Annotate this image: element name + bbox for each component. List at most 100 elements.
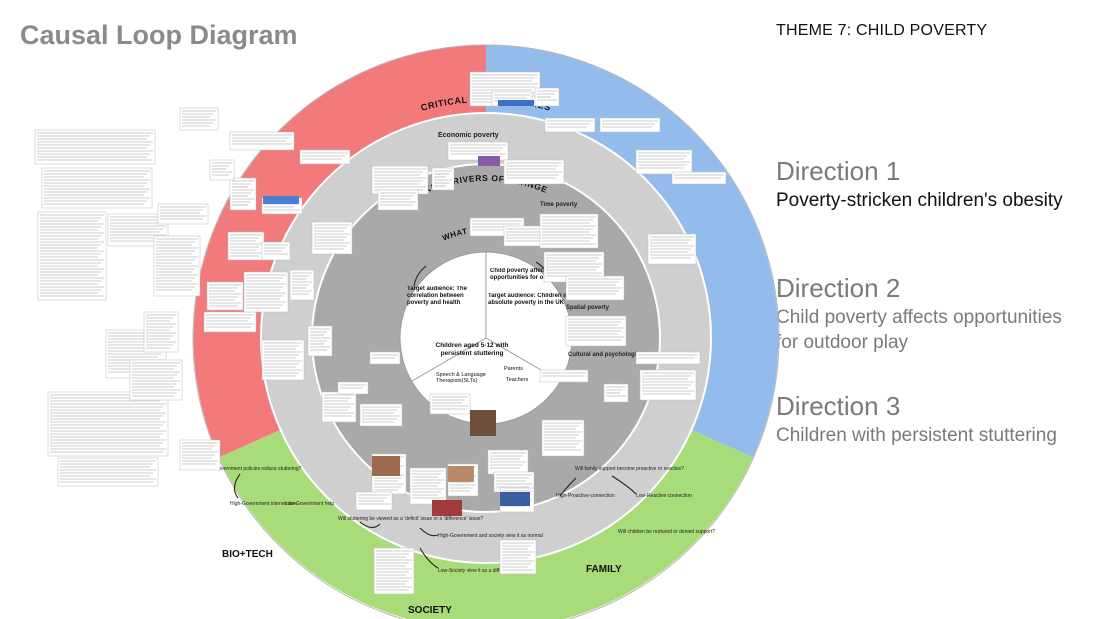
side-document-1-box <box>34 129 156 165</box>
evidence-card-27 <box>377 189 419 211</box>
center-text-stuttering: Children aged 5-12 with persistent stutt… <box>435 342 509 357</box>
evidence-card-12-box <box>299 149 351 165</box>
evidence-card-20 <box>261 339 305 381</box>
thumbnail-photo-3 <box>448 466 474 482</box>
driver-label-economic: Economic poverty <box>438 132 499 139</box>
center-text-absolute-poverty-fo: Target audience: Children in absolute po… <box>488 293 569 306</box>
note-green-8: High-Proactive-connection <box>556 493 615 499</box>
note-green-4: Will stuttering be viewed as a 'deficit'… <box>338 516 483 522</box>
note-green-6: Low-Society view it as a difference <box>438 568 515 574</box>
evidence-card-11 <box>229 131 295 151</box>
center-divider-left <box>411 337 487 382</box>
evidence-card-45-box <box>373 547 415 595</box>
side-document-11-box <box>129 359 183 401</box>
evidence-card-16 <box>227 231 265 261</box>
side-document-15 <box>206 281 244 311</box>
sector-label-bio-tech: BIO+TECH <box>222 549 273 560</box>
side-document-1 <box>34 129 156 165</box>
sector-label-family: FAMILY <box>586 564 622 575</box>
side-document-13-box <box>179 107 219 131</box>
evidence-card-45 <box>373 547 415 595</box>
evidence-card-15 <box>203 311 257 333</box>
side-document-10-box <box>143 311 179 353</box>
evidence-card-39 <box>409 467 447 505</box>
center-text-absolute-poverty: Target audience: Children in absolute po… <box>488 293 569 306</box>
evidence-card-18-box <box>243 271 289 313</box>
center-text-health: Target audience: The correlation between… <box>407 286 467 306</box>
page-title: Causal Loop Diagram <box>20 20 298 50</box>
side-documents <box>34 107 244 487</box>
employment-rights-banner <box>498 100 534 106</box>
side-document-9 <box>153 235 201 297</box>
blue-highlight-banner <box>263 196 299 204</box>
evidence-card-19 <box>289 269 315 301</box>
center-text-slts-fo: Speech & Language Therapists(SLTs) <box>436 372 486 384</box>
arrow-family-1 <box>559 477 577 497</box>
direction-3: Direction 3 Children with persistent stu… <box>776 391 1086 448</box>
evidence-card-7 <box>647 233 697 265</box>
side-document-2 <box>41 167 153 209</box>
evidence-card-37 <box>359 403 403 427</box>
economic-poverty-chart <box>478 156 500 166</box>
theme-label: THEME 7: CHILD POVERTY <box>776 22 988 39</box>
center-text-teachers: Teachers <box>506 377 529 383</box>
driver-label-cultural: Cultural and psychological poverty <box>568 352 669 358</box>
evidence-card-5-box <box>599 117 661 133</box>
evidence-card-9 <box>635 351 701 365</box>
side-document-3-box <box>37 211 107 301</box>
evidence-card-48 <box>321 391 357 423</box>
note-green-1: Will Government policies reduce stutteri… <box>205 466 302 472</box>
evidence-card-24-box <box>431 167 455 191</box>
side-document-12 <box>179 439 221 471</box>
evidence-cards <box>203 71 727 595</box>
evidence-card-25 <box>447 141 509 161</box>
side-document-8 <box>157 203 209 225</box>
evidence-card-13 <box>229 177 257 211</box>
side-document-11 <box>129 359 183 401</box>
driver-label-spatial: Spatial poverty <box>566 305 610 311</box>
side-document-2-box <box>41 167 153 209</box>
direction-1-label: Direction 1 <box>776 156 901 186</box>
side-document-7-box <box>57 457 159 487</box>
evidence-card-4-box <box>544 117 596 133</box>
evidence-card-5 <box>599 117 661 133</box>
direction-2-label: Direction 2 <box>776 273 901 303</box>
center-text-outdoor-play-fo: Child poverty affects opportunities for … <box>490 268 576 281</box>
driver-label-time: Time poverty <box>540 202 578 208</box>
side-document-6-box <box>47 391 169 457</box>
evidence-card-16-box <box>227 231 265 261</box>
arrow-family-2 <box>611 475 637 495</box>
evidence-card-46 <box>499 539 537 575</box>
evidence-card-26 <box>503 159 565 185</box>
arrow-society-3 <box>419 547 439 569</box>
note-green-9: Low-Reactive connection <box>636 493 692 499</box>
thumbnail-photo-5 <box>500 492 530 506</box>
note-green-3: Low-Government help <box>285 501 334 507</box>
evidence-card-34 <box>539 369 589 383</box>
evidence-card-47 <box>541 419 585 457</box>
center-text-slts: Speech & Language Therapists(SLTs) <box>436 372 486 384</box>
side-document-10 <box>143 311 179 353</box>
thumbnail-photo-1 <box>470 410 496 436</box>
evidence-card-21 <box>307 325 333 357</box>
evidence-card-20-box <box>261 339 305 381</box>
evidence-card-35 <box>603 383 629 403</box>
direction-2: Direction 2 Child poverty affects opport… <box>776 273 1086 355</box>
sector-label-society: SOCIETY <box>408 605 452 616</box>
direction-1-text: Poverty-stricken children's obesity <box>776 190 1063 211</box>
evidence-card-46-box <box>499 539 537 575</box>
arrow-society-2 <box>419 527 439 537</box>
note-green-7: Will family support become proactive or … <box>575 466 684 472</box>
direction-2-text: Child poverty affects opportunities for … <box>776 307 1062 353</box>
evidence-card-49 <box>369 351 401 365</box>
evidence-card-12 <box>299 149 351 165</box>
arrow-society-1 <box>359 521 381 529</box>
evidence-card-18 <box>243 271 289 313</box>
side-document-7 <box>57 457 159 487</box>
note-green-5: High-Government and society view it as n… <box>438 533 543 539</box>
outer-ring-border <box>192 44 780 619</box>
evidence-card-36 <box>429 393 471 415</box>
center-text-health-fo: Target audience: The correlation between… <box>407 286 467 306</box>
evidence-card-8 <box>671 171 727 185</box>
evidence-card-22-box <box>311 221 353 255</box>
